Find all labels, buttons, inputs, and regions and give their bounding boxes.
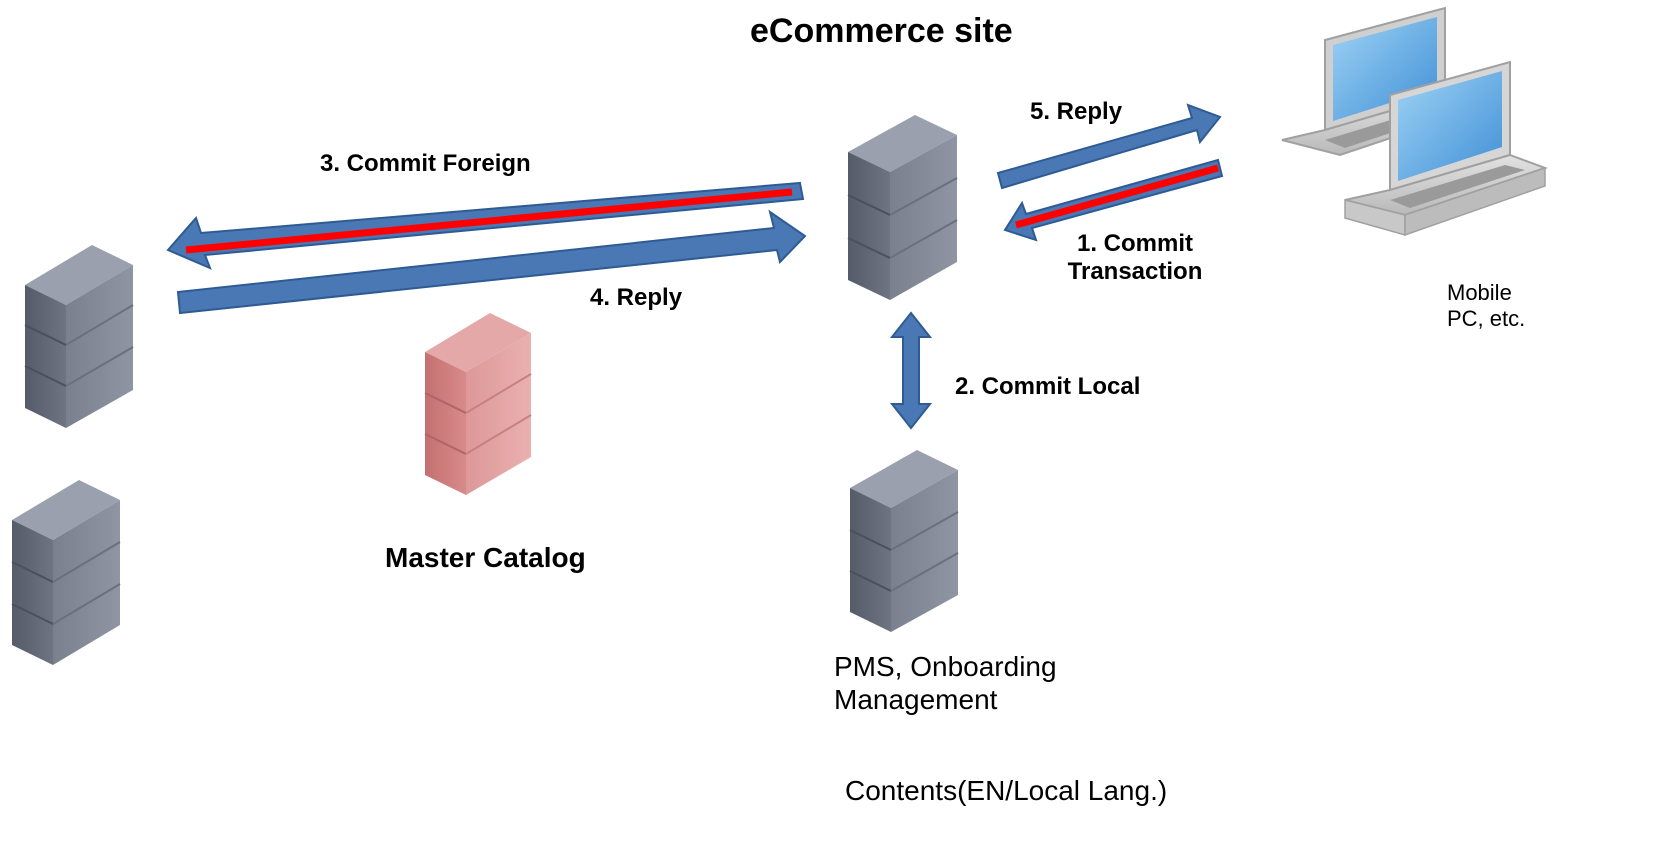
- ecommerce-server-icon: [847, 115, 958, 300]
- step-5-label: 5. Reply: [1030, 98, 1123, 125]
- commit-local-arrow: [889, 311, 933, 430]
- contents-label: Contents(EN/Local Lang.): [845, 775, 1168, 806]
- secondary-server-icon: [11, 480, 121, 665]
- step-3-label: 3. Commit Foreign: [320, 150, 531, 177]
- master-catalog-label: Master Catalog: [385, 542, 586, 573]
- pms-label: PMS, Onboarding Management: [834, 651, 1057, 716]
- foreign-server-icon: [24, 245, 134, 428]
- master-catalog-server-icon: [424, 313, 532, 495]
- reply-foreign-arrow: [176, 209, 807, 315]
- step-1-label: 1. Commit Transaction: [1067, 230, 1203, 286]
- pms-server-icon: [849, 450, 959, 632]
- step-4-label: 4. Reply: [590, 284, 683, 311]
- page-title: eCommerce site: [750, 12, 1013, 50]
- commit-foreign-arrow: [166, 181, 805, 270]
- client-label: Mobile PC, etc.: [1447, 280, 1526, 331]
- reply-client-arrow: [996, 103, 1222, 190]
- commit-transaction-arrow: [1003, 158, 1224, 242]
- laptop-icon: [1344, 60, 1549, 237]
- step-2-label: 2. Commit Local: [955, 373, 1141, 400]
